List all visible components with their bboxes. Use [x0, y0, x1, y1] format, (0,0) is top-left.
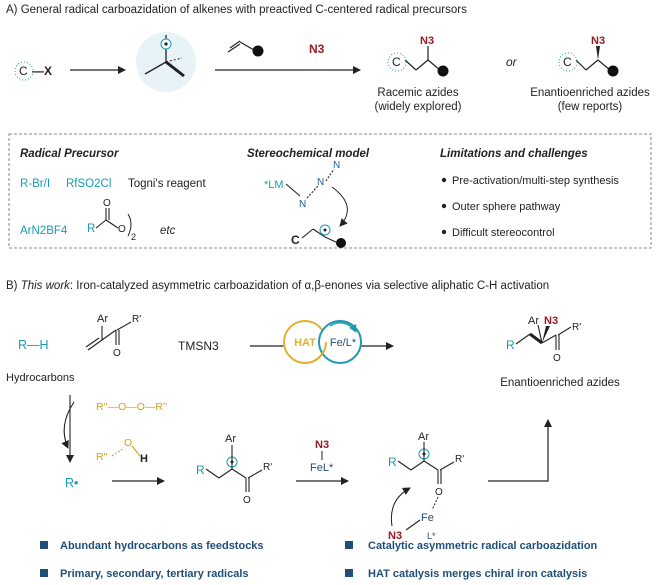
enone-r-label: R' — [132, 314, 141, 325]
panel-b-header: B) This work: Iron-catalyzed asymmetric … — [6, 280, 549, 292]
c-label: C — [19, 64, 28, 78]
hydrocarbons-label: Hydrocarbons — [6, 372, 75, 384]
alkene-reagent — [227, 40, 264, 57]
svg-text:R'': R'' — [96, 451, 108, 463]
svg-text:R: R — [87, 223, 95, 235]
x-bond-label: —X — [32, 64, 52, 78]
product-o-label: O — [553, 353, 561, 364]
enone-structure: Ar O R' — [85, 313, 141, 359]
n3-reagent-label: N3 — [309, 42, 325, 56]
alcohol-o-label: O — [124, 437, 132, 449]
limitation-bullet-1 — [441, 177, 447, 183]
enantio-label-2: (few reports) — [558, 101, 623, 113]
limitation-1: Pre-activation/multi-step synthesis — [452, 175, 619, 187]
int2-l-label: L* — [427, 531, 436, 541]
int1-r-label: R — [196, 463, 205, 477]
enantioenriched-label: Enantioenriched azides — [500, 377, 620, 389]
svg-text:O: O — [118, 224, 126, 235]
racemic-c-label: C — [392, 55, 401, 69]
enantio-label-1: Enantioenriched azides — [530, 87, 650, 99]
racemic-label-1: Racemic azides — [377, 87, 458, 99]
precursor-item-rfso2cl: RfSO2Cl — [66, 178, 111, 190]
racemic-n3-label: N3 — [420, 35, 434, 47]
or-label: or — [506, 55, 518, 69]
bullet-text-3: Primary, secondary, tertiary radicals — [60, 568, 249, 580]
c-x-precursor: C —X — [14, 61, 52, 81]
stereo-n2: N — [317, 177, 324, 188]
panel-b-header-rest: : Iron-catalyzed asymmetric carboazidati… — [70, 280, 549, 292]
limitation-bullet-3 — [441, 229, 447, 235]
stereo-n3: N — [333, 160, 340, 171]
bullet-text-2: Catalytic asymmetric radical carboazidat… — [368, 540, 598, 552]
precursor-title: Radical Precursor — [20, 148, 119, 160]
int2-r-label: R — [388, 455, 397, 469]
int2-ar-label: Ar — [418, 431, 429, 443]
product-r-label: R — [506, 338, 515, 352]
limitation-3: Difficult stereocontrol — [452, 227, 555, 239]
enantio-n3-label: N3 — [591, 35, 605, 47]
hat-ring-overlap — [283, 320, 327, 364]
enone-ar-label: Ar — [97, 313, 108, 325]
int2-fe-label: Fe — [421, 512, 434, 524]
bullet-square-1 — [40, 541, 48, 549]
product-n3-label: N3 — [544, 315, 558, 327]
bullet-text-1: Abundant hydrocarbons as feedstocks — [60, 540, 264, 552]
stereo-c-label: C — [291, 233, 300, 247]
panel-b-header-italic: This work — [21, 280, 71, 292]
limitations-title: Limitations and challenges — [440, 148, 588, 160]
peroxide-label: R''—O—O—R'' — [96, 401, 167, 413]
int1-o-label: O — [243, 495, 251, 506]
racemic-azide-structure: C N3 — [387, 35, 449, 77]
fel-label: Fe/L* — [330, 337, 357, 349]
racemic-label-2: (widely explored) — [375, 101, 462, 113]
fe-n3-label: N3 — [315, 439, 329, 451]
svg-text:O: O — [103, 198, 111, 209]
radical-circle — [136, 32, 196, 92]
anhydride-structure: R O O 2 — [87, 198, 136, 242]
product-structure: R Ar N3 O R' — [506, 315, 581, 364]
radical-intermediate-structure: R Ar O R' — [196, 433, 272, 506]
bullet-square-2 — [345, 541, 353, 549]
int2-o-label: O — [435, 487, 443, 498]
panel-b-header-prefix: B) — [6, 280, 21, 292]
iron-catalyst-circle: Fe/L* — [318, 320, 362, 364]
bullet-square-4 — [345, 569, 353, 577]
iron-complex-structure: R Ar O R' Fe L* N3 — [388, 431, 464, 542]
product-r1-label: R' — [572, 322, 581, 333]
precursor-item-etc: etc — [160, 225, 176, 237]
stereo-lm-label: *LM — [264, 179, 284, 191]
challenges-box — [8, 133, 652, 249]
precursor-item-rbr: R-Br/I — [20, 178, 50, 190]
alcohol-structure: R'' O H — [96, 437, 148, 465]
rh-label: R—H — [18, 338, 49, 352]
hat-curved-arrow — [61, 401, 75, 449]
arrow-b4-return — [488, 419, 552, 482]
panel-a-header: A) General radical carboazidation of alk… — [6, 4, 467, 16]
bullet-square-3 — [40, 569, 48, 577]
product-ar-label: Ar — [528, 315, 539, 327]
stereo-title: Stereochemical model — [247, 148, 370, 160]
stereo-n1: N — [299, 199, 306, 210]
precursor-item-arn2bf4: ArN2BF4 — [20, 225, 68, 237]
enantio-azide-structure: C N3 — [558, 35, 619, 77]
svg-text:2: 2 — [131, 232, 136, 242]
int1-r1-label: R' — [263, 462, 272, 473]
limitation-bullet-2 — [441, 203, 447, 209]
alcohol-h-label: H — [140, 453, 148, 465]
int1-ar-label: Ar — [225, 433, 236, 445]
int2-r1-label: R' — [455, 454, 464, 465]
tmsn3-label: TMSN3 — [178, 339, 219, 353]
hat-label: HAT — [294, 337, 316, 349]
fe-fel-label: FeL* — [310, 462, 334, 474]
stereochemical-model-structure: *LM N N N C — [264, 160, 348, 248]
precursor-item-togni: Togni's reagent — [128, 178, 206, 190]
bullet-text-4: HAT catalysis merges chiral iron catalys… — [368, 568, 587, 580]
radical-label: R• — [65, 476, 78, 490]
svg-text:O: O — [113, 348, 121, 359]
enantio-c-label: C — [563, 55, 572, 69]
limitation-2: Outer sphere pathway — [452, 201, 561, 213]
int2-n3-label: N3 — [388, 530, 402, 542]
